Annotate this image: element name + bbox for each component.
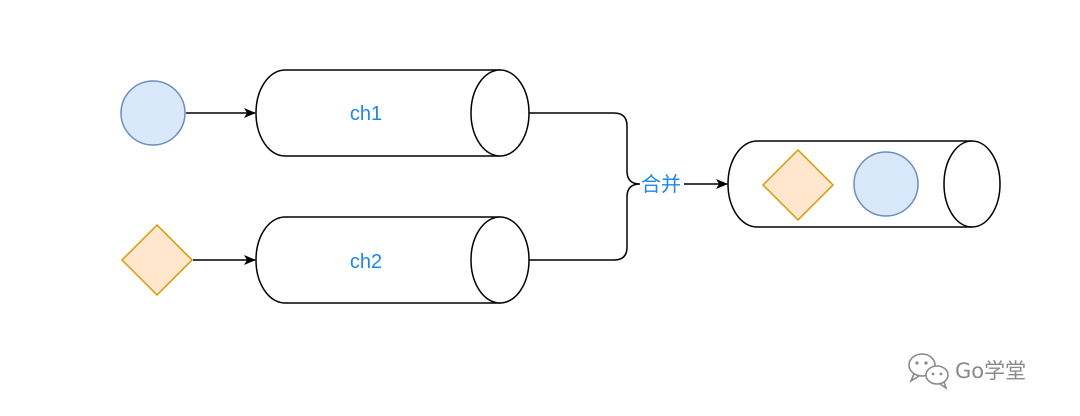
watermark: Go学堂 (908, 353, 1026, 390)
merged-diamond (761, 148, 835, 222)
channel-ch1-label: ch1 (350, 103, 382, 125)
merge-label: 合并 (641, 173, 681, 196)
wechat-icon (908, 353, 949, 390)
merged-channel (727, 140, 1001, 228)
merged-circle (853, 151, 919, 217)
input-diamond (120, 223, 194, 297)
channel-ch2-label: ch2 (350, 251, 382, 273)
watermark-text: Go学堂 (955, 359, 1026, 383)
merge-brace (529, 112, 641, 261)
input-circle (120, 80, 186, 146)
channel-ch2: ch2 (255, 216, 530, 304)
channel-ch1: ch1 (255, 69, 530, 157)
